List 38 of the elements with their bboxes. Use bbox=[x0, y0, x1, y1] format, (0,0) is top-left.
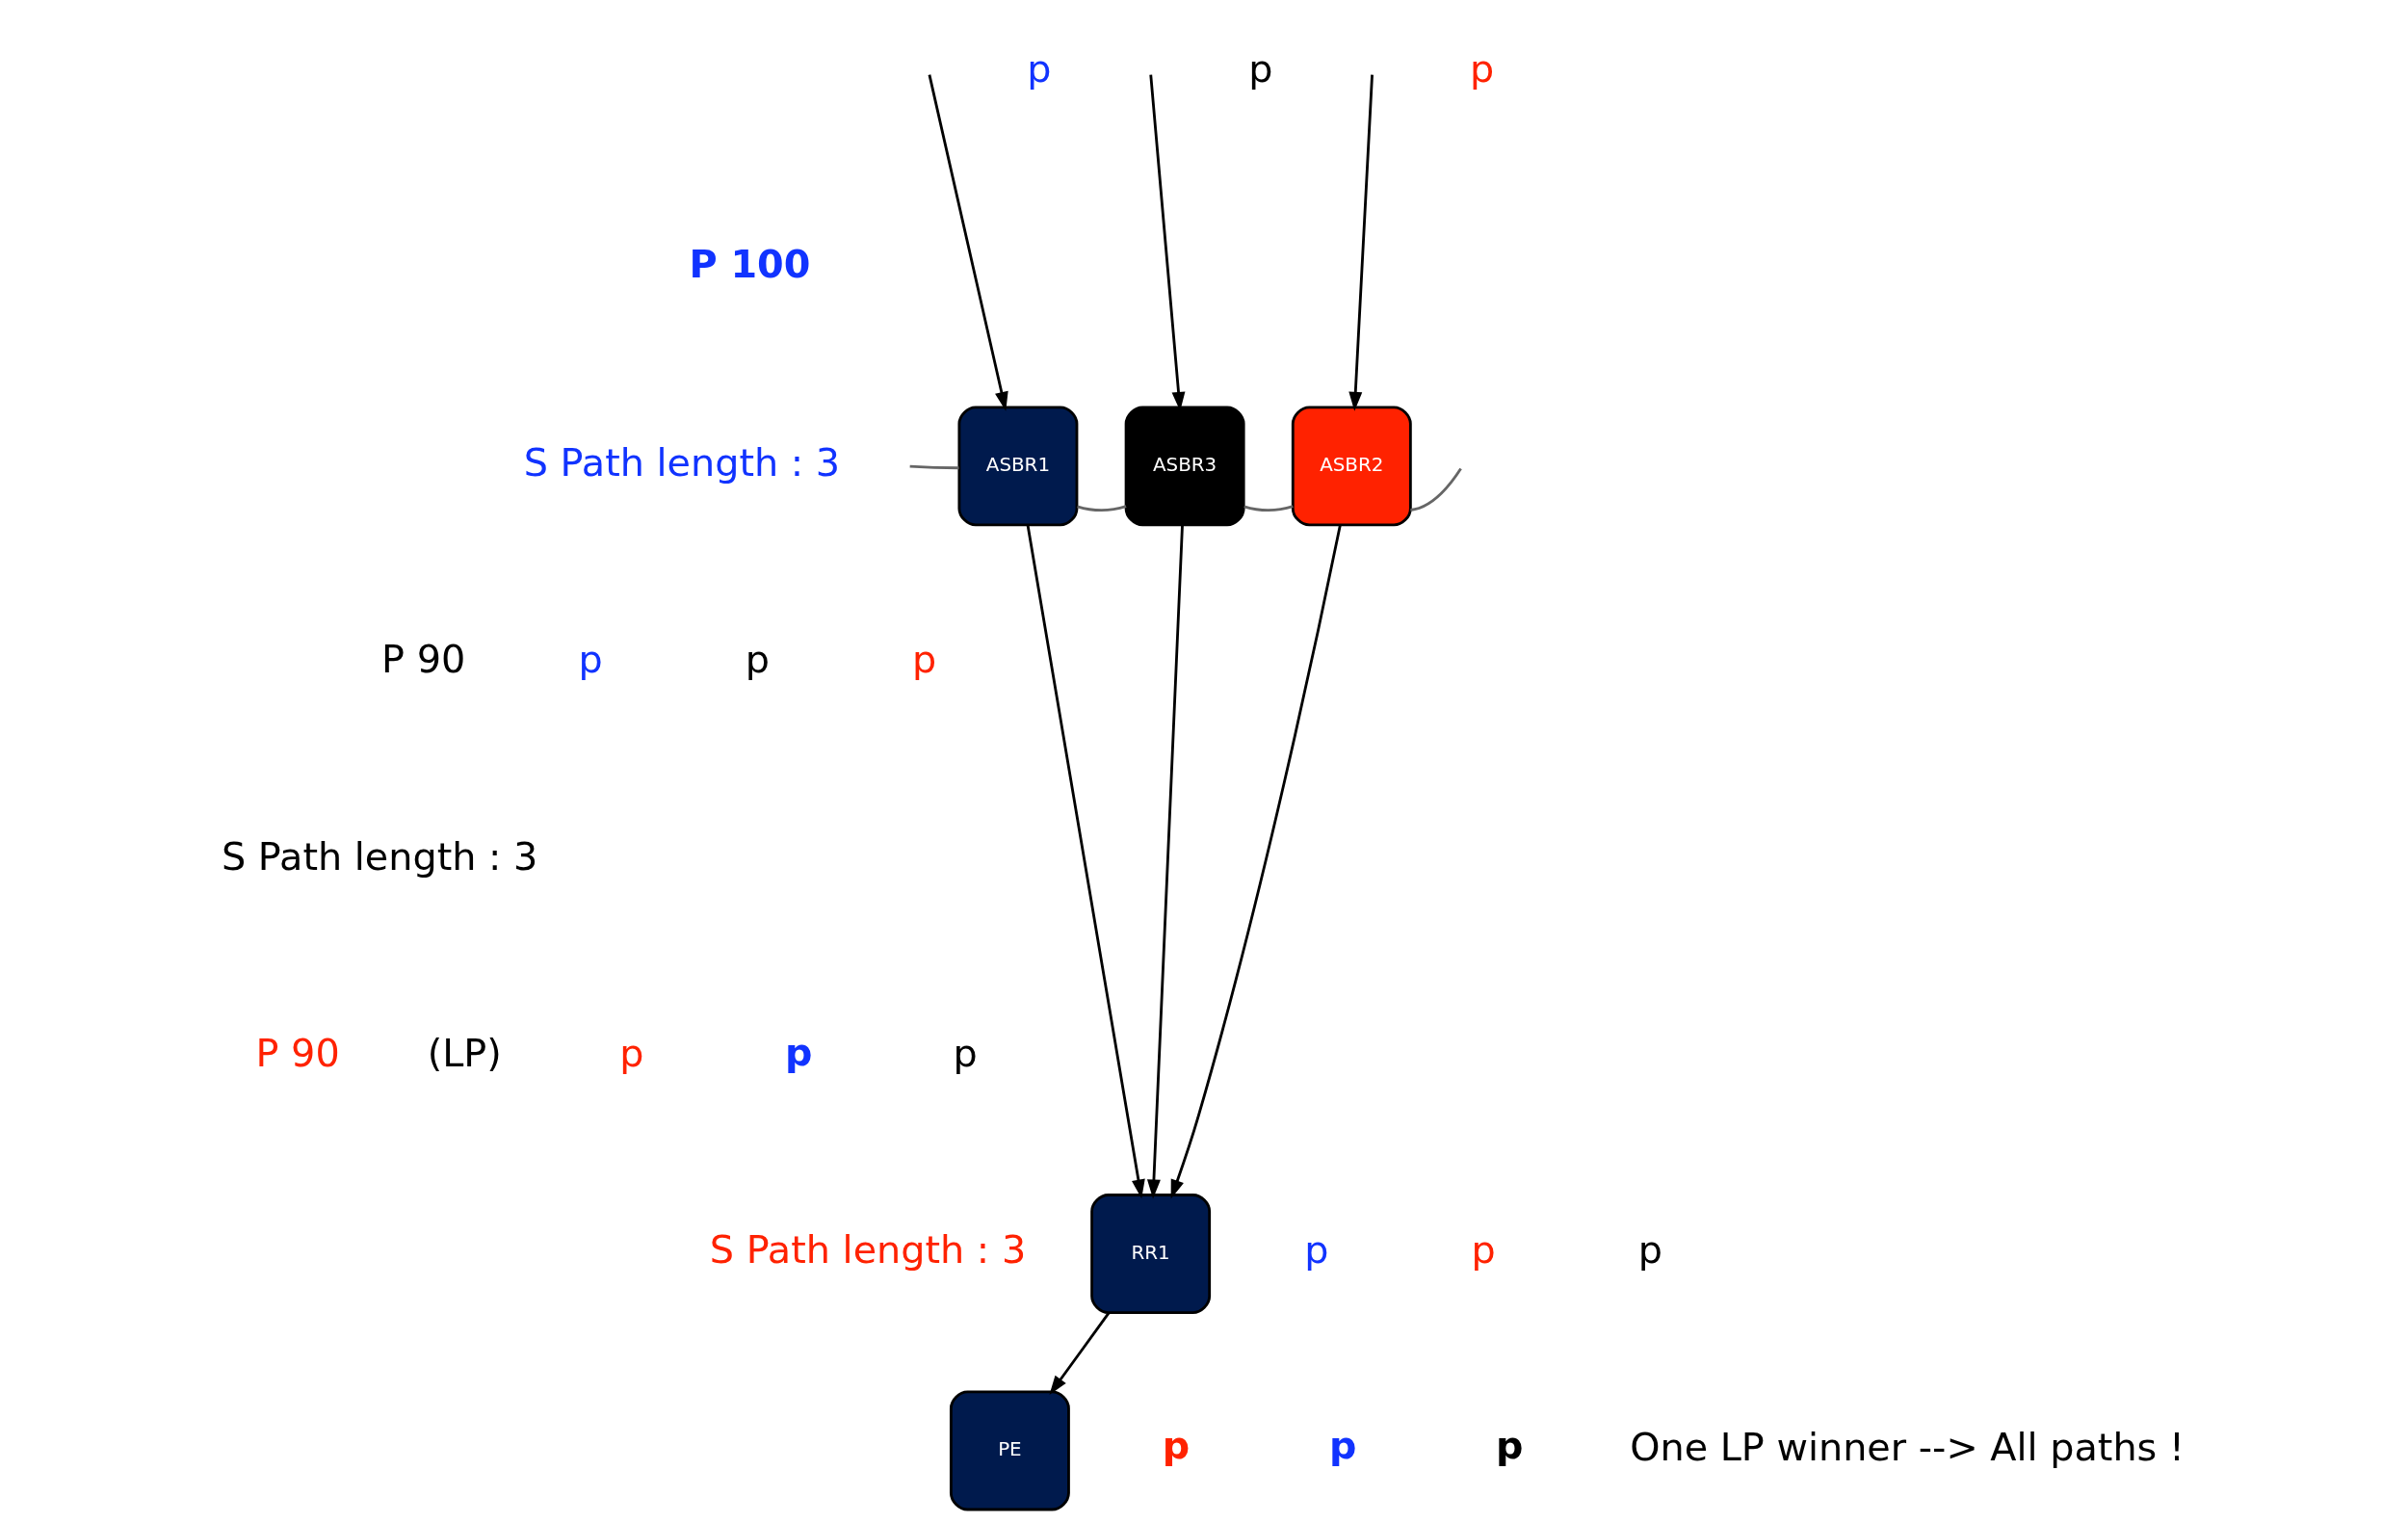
arrow bbox=[1170, 524, 1342, 1199]
label: p bbox=[1471, 1227, 1496, 1273]
arrow bbox=[1026, 524, 1145, 1199]
label: p bbox=[745, 637, 770, 682]
label: p bbox=[1328, 1423, 1357, 1468]
label: p bbox=[1248, 45, 1273, 91]
label: p bbox=[1496, 1423, 1524, 1468]
node-box: ASBR2 bbox=[1291, 406, 1412, 527]
arrow bbox=[928, 74, 1008, 411]
connector bbox=[909, 464, 959, 470]
arrow bbox=[1049, 1312, 1111, 1395]
connector bbox=[1077, 505, 1127, 512]
label: p bbox=[911, 637, 937, 682]
connector bbox=[1243, 505, 1294, 512]
label: p bbox=[1637, 1227, 1662, 1273]
label: p bbox=[1470, 45, 1495, 91]
label: p bbox=[619, 1030, 644, 1075]
label: S Path length : 3 bbox=[709, 1227, 1027, 1273]
label: P 100 bbox=[689, 241, 811, 286]
label: S Path length : 3 bbox=[523, 439, 841, 485]
label: p bbox=[953, 1030, 978, 1075]
label: (LP) bbox=[427, 1030, 502, 1075]
arrow bbox=[1146, 525, 1184, 1199]
label: p bbox=[578, 637, 603, 682]
label: P 90 bbox=[381, 637, 466, 682]
connector bbox=[1410, 467, 1462, 512]
label: S Path length : 3 bbox=[222, 833, 538, 879]
label: p bbox=[784, 1029, 813, 1074]
arrow bbox=[1348, 74, 1374, 411]
label: P 90 bbox=[255, 1030, 340, 1075]
label: p bbox=[1304, 1227, 1329, 1273]
node-box: PE bbox=[949, 1390, 1070, 1511]
label: p bbox=[1027, 45, 1052, 91]
node-box: RR1 bbox=[1090, 1194, 1212, 1314]
label: One LP winner --> All paths ! bbox=[1630, 1424, 2185, 1469]
label: p bbox=[1162, 1423, 1191, 1468]
node-box: ASBR1 bbox=[957, 406, 1079, 527]
node-box: ASBR3 bbox=[1124, 406, 1245, 527]
